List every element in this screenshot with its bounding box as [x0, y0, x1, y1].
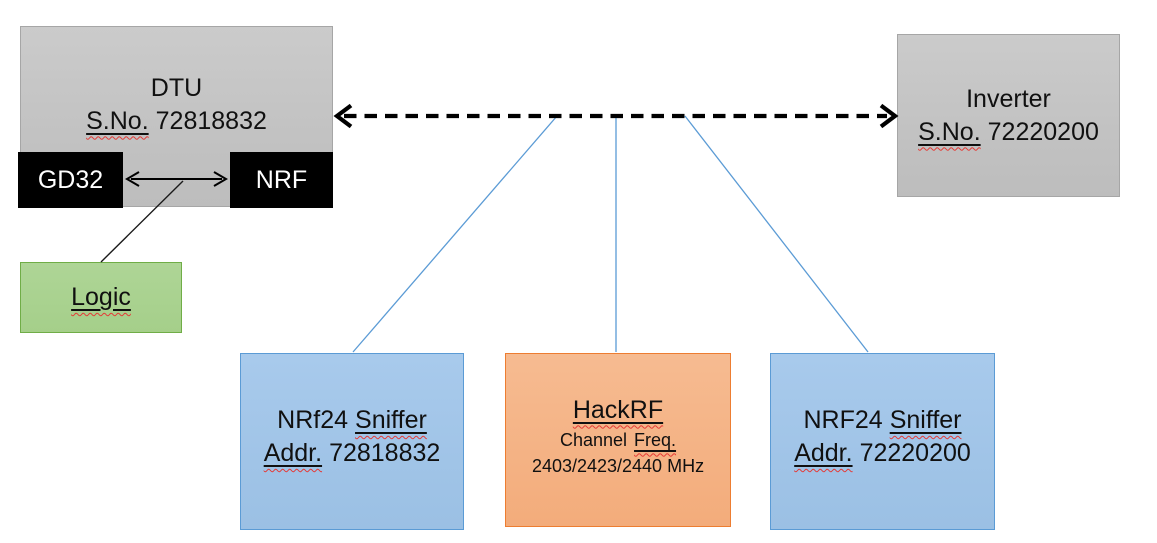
sniffer-left-addr: Addr.72818832: [263, 439, 441, 467]
inverter-serial: S.No.72220200: [918, 116, 1099, 149]
sniffer-left-tap-line: [352, 115, 558, 353]
gd32-label: GD32: [37, 165, 104, 194]
inverter-title: Inverter: [966, 84, 1051, 113]
dtu-inverter-dashed-arrow: [333, 103, 899, 129]
hackrf-frequencies: 2403/2423/2440 MHz: [531, 455, 705, 476]
sniffer-right-addr: Addr.72220200: [794, 439, 971, 467]
chip-nrf: NRF: [230, 152, 333, 208]
arrowhead-left-icon: [333, 103, 353, 129]
node-logic: Logic: [20, 262, 182, 333]
arrowhead-right-icon: [879, 103, 899, 129]
logic-label: Logic: [71, 283, 131, 311]
sniffer-right-tap-line: [684, 115, 869, 353]
hackrf-title: HackRF: [572, 395, 664, 424]
dtu-serial-label: S.No.: [86, 106, 149, 135]
dtu-serial: S.No.72818832: [86, 105, 267, 138]
nrf-label: NRF: [255, 165, 308, 194]
chip-gd32: GD32: [18, 152, 123, 208]
node-inverter: Inverter S.No.72220200: [897, 34, 1120, 197]
inverter-serial-label: S.No.: [918, 117, 981, 146]
inverter-serial-value: 72220200: [987, 117, 1099, 146]
dtu-title: DTU: [150, 73, 203, 102]
dtu-serial-value: 72818832: [155, 106, 267, 135]
